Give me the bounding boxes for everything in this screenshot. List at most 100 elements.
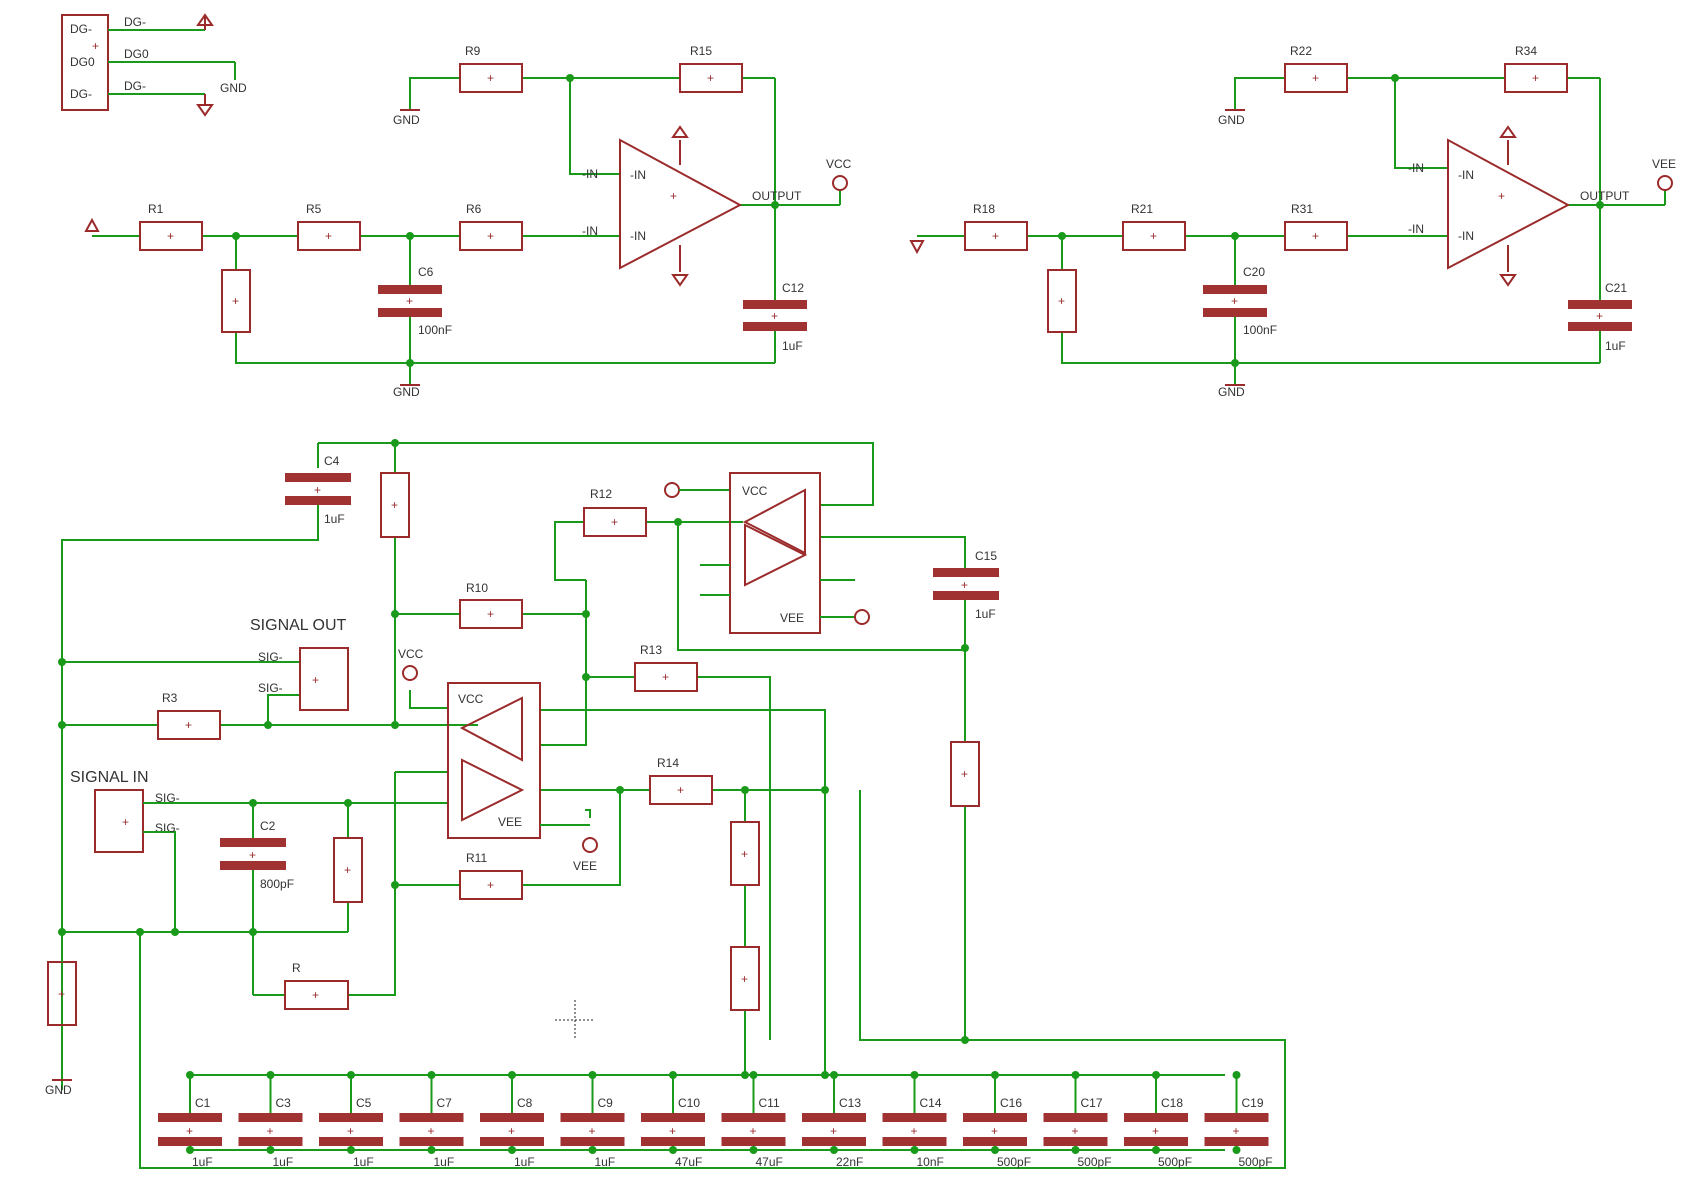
opamp-left[interactable]: + -IN -IN (619, 125, 743, 287)
svg-text:+: + (961, 767, 968, 781)
signal-in-connector[interactable]: + (94, 789, 144, 853)
resistor-vertical[interactable]: + (380, 472, 410, 538)
capacitor-label: C6 (418, 265, 434, 279)
resistor-r18[interactable]: + (964, 221, 1028, 251)
vee-symbol[interactable] (582, 837, 598, 853)
opamp-package-upper[interactable]: VCC VEE (729, 472, 821, 634)
resistor-r21[interactable]: + (1122, 221, 1186, 251)
resistor-r1[interactable]: + (139, 221, 203, 251)
svg-text:+: + (508, 1124, 515, 1138)
wire-label: DG- (124, 15, 146, 29)
capacitor-c2[interactable]: + (220, 838, 286, 870)
resistor-r13[interactable]: + (634, 662, 698, 692)
resistor-r15[interactable]: + (679, 63, 743, 93)
capacitor-c21[interactable]: + (1568, 300, 1632, 331)
svg-text:+: + (992, 229, 999, 243)
connector-pin-label: SIG- (258, 650, 283, 664)
resistor-r31[interactable]: + (1284, 221, 1348, 251)
signal-out-connector[interactable]: + (299, 647, 349, 711)
svg-text:+: + (122, 815, 129, 829)
capacitor-value: 500pF (1239, 1155, 1273, 1169)
resistor-vertical[interactable]: + (730, 821, 760, 886)
capacitor-value: 1uF (782, 339, 803, 353)
svg-text:+: + (312, 673, 319, 687)
opamp-pin: -IN (630, 229, 646, 243)
capacitor-c6[interactable]: + (378, 285, 442, 317)
resistor-r9[interactable]: + (459, 63, 523, 93)
resistor-vertical[interactable]: + (1047, 269, 1077, 333)
wire-label: DG0 (124, 47, 149, 61)
svg-text:+: + (428, 1124, 435, 1138)
opamp-input-label: -IN (1408, 161, 1424, 175)
capacitor-value: 1uF (273, 1155, 294, 1169)
capacitor-label: C18 (1161, 1096, 1183, 1110)
capacitor-c4[interactable]: + (285, 473, 351, 505)
capacitor-c12[interactable]: + (743, 300, 807, 331)
svg-text:+: + (487, 878, 494, 892)
power-connector[interactable]: + DG- DG0 DG- (61, 14, 109, 111)
resistor-vertical[interactable]: + (730, 946, 760, 1011)
svg-text:+: + (741, 847, 748, 861)
resistor-r5[interactable]: + (297, 221, 361, 251)
resistor-label: R22 (1290, 44, 1312, 58)
svg-text:+: + (1532, 71, 1539, 85)
resistor-r11[interactable]: + (459, 870, 523, 900)
capacitor-value: 800pF (260, 877, 294, 891)
opamp-input-label: -IN (1408, 222, 1424, 236)
vee-symbol[interactable] (854, 609, 870, 625)
vcc-symbol[interactable] (832, 175, 848, 191)
vee-symbol[interactable] (1657, 175, 1673, 191)
resistor-r14[interactable]: + (649, 775, 713, 805)
svg-text:+: + (662, 670, 669, 684)
capacitor-value: 500pF (997, 1155, 1031, 1169)
resistor-label: R14 (657, 756, 679, 770)
vcc-symbol[interactable] (664, 482, 680, 498)
vee-label: VEE (573, 859, 597, 873)
resistor-vertical[interactable]: + (221, 269, 251, 333)
opamp-package-lower[interactable]: VCC VEE (447, 682, 541, 839)
vcc-symbol[interactable] (402, 665, 418, 681)
resistor-r34[interactable]: + (1504, 63, 1568, 93)
resistor-vertical[interactable]: + (950, 741, 980, 807)
capacitor-c20[interactable]: + (1203, 285, 1267, 317)
capacitor-label: C21 (1605, 281, 1627, 295)
resistor-vertical[interactable]: + (333, 837, 363, 903)
vcc-label: VCC (826, 157, 852, 171)
opamp-right[interactable]: + -IN -IN (1447, 125, 1571, 287)
svg-text:+: + (232, 294, 239, 308)
capacitor-c15[interactable]: + (933, 568, 999, 600)
resistor-r12[interactable]: + (583, 507, 647, 537)
capacitor-value: 1uF (975, 607, 996, 621)
vplus-icon (1499, 125, 1517, 138)
opamp-input-label: -IN (582, 224, 598, 238)
capacitor-label: C4 (324, 454, 340, 468)
capacitor-value: 1uF (595, 1155, 616, 1169)
vminus-icon (909, 240, 925, 255)
resistor-r6[interactable]: + (459, 221, 523, 251)
svg-text:+: + (487, 229, 494, 243)
crosshair-cursor-icon (555, 1000, 595, 1040)
capacitor-label: C14 (920, 1096, 942, 1110)
svg-text:+: + (325, 229, 332, 243)
resistor-r10[interactable]: + (459, 599, 523, 629)
capacitor-label: C16 (1000, 1096, 1022, 1110)
resistor-r-bottom[interactable]: + (284, 980, 349, 1010)
gnd-label: GND (1218, 385, 1245, 399)
resistor-r22[interactable]: + (1284, 63, 1348, 93)
resistor-r3[interactable]: + (157, 710, 221, 740)
capacitor-value: 100nF (1243, 323, 1277, 337)
